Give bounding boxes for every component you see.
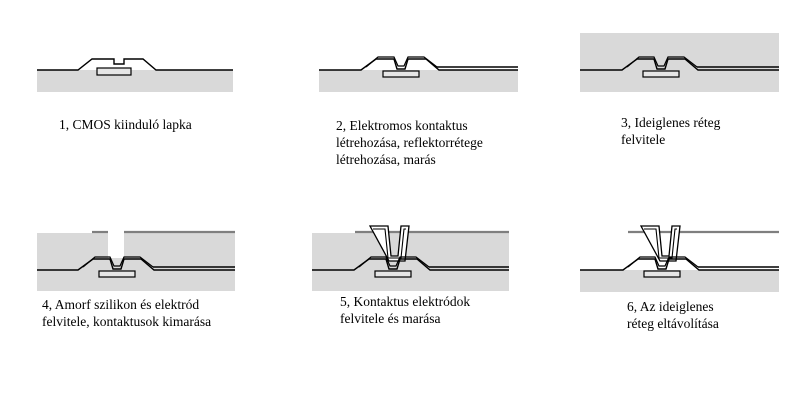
step-3-reflector-outline [626,56,698,68]
step-2-contact-pad [382,70,420,78]
step-5-caption: 5, Kontaktus elektródok felvitele és mar… [340,293,470,327]
step-6-figure [580,225,779,292]
step-1-substrate [37,70,233,92]
step-1-contact-pad [96,67,132,76]
step-5-figure [312,225,509,291]
step-3-contact-pad [642,70,680,78]
step-2-caption-line: létrehozása, reflektorrétege [336,135,483,150]
step-5-caption-line: 5, Kontaktus elektródok [340,294,471,309]
step-4-caption: 4, Amorf szilikon és elektród felvitele,… [42,296,211,330]
step-4-layer-left [37,233,108,291]
step-2-reflector-outline [365,56,438,68]
step-6-caption-line: 6, Az ideiglenes [627,299,714,314]
step-4-figure [37,230,235,291]
step-3-caption-line: felvitele [621,132,666,147]
step-6-caption: 6, Az ideiglenes réteg eltávolítása [627,298,719,332]
step-1-surface-line [37,58,233,71]
step-5-reflector-outline [358,256,430,268]
step-2-caption: 2, Elektromos kontaktus létrehozása, ref… [336,117,483,168]
step-6-contact-pad [643,270,681,278]
step-1-caption: 1, CMOS kiinduló lapka [59,116,192,133]
step-6-substrate [580,270,779,292]
step-5-caption-line: felvitele és marása [340,311,441,326]
step-5-contact-pad [374,270,412,278]
step-4-caption-line: 4, Amorf szilikon és elektród [42,297,200,312]
step-6-contact-electrode [639,225,681,262]
step-4-reflector-outline [82,256,154,268]
step-2-surface-line [319,58,518,71]
step-6-surface-line [580,258,779,271]
step-3-figure [580,33,779,92]
step-4-caption-line: felvitele, kontaktusok kimarása [42,314,212,329]
step-6-caption-line: réteg eltávolítása [627,316,719,331]
step-3-temporary-layer [580,33,779,92]
step-2-figure [319,56,518,92]
step-6-reflector-outline [627,256,699,268]
step-3-caption: 3, Ideiglenes réteg felvitele [621,114,720,148]
step-1-figure [37,58,233,92]
step-4-contact-pad [98,270,136,278]
step-5-temporary-layer [312,233,509,291]
step-1-caption-line: 1, CMOS kiinduló lapka [59,117,192,132]
step-5-contact-electrode-inner [373,228,406,259]
step-5-contact-electrode [368,225,410,262]
step-2-caption-line: 2, Elektromos kontaktus [336,118,468,133]
step-2-caption-line: létrehozása, marás [336,152,436,167]
step-4-layer-right [124,233,235,291]
step-2-substrate [319,70,518,92]
step-3-caption-line: 3, Ideiglenes réteg [621,115,721,130]
step-6-contact-electrode-inner [644,228,677,259]
